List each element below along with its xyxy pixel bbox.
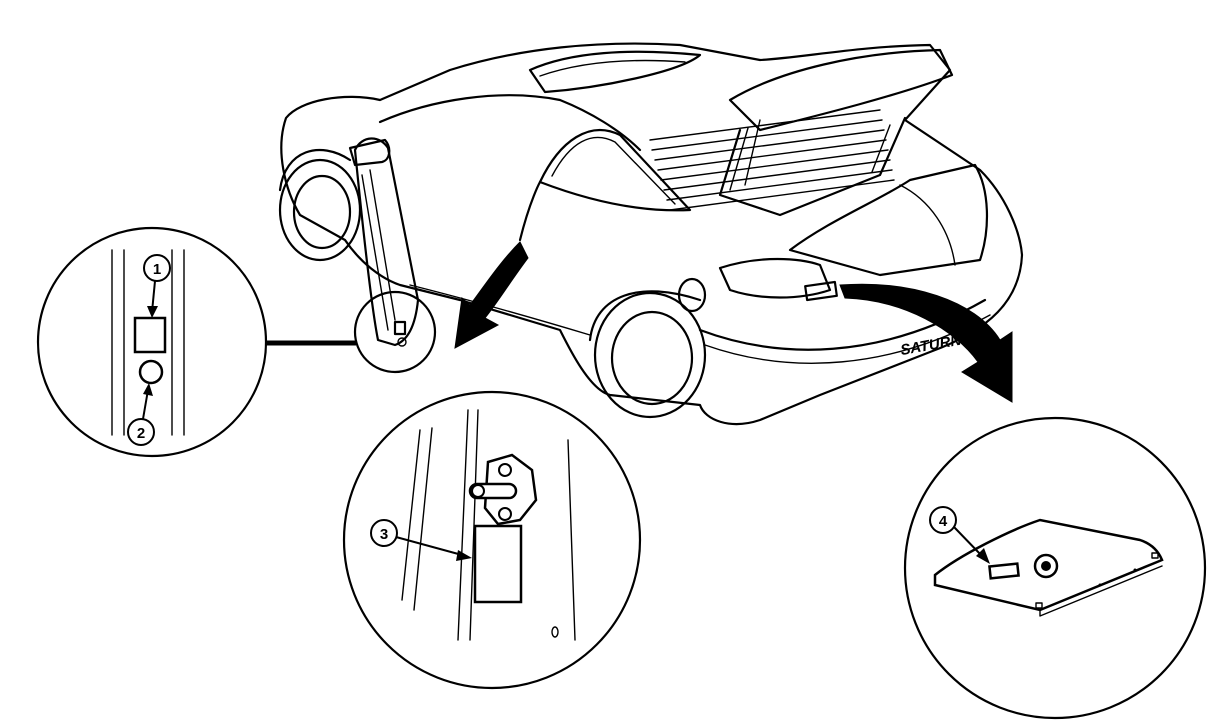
pointer-arrow-door-jamb <box>454 241 529 349</box>
callout-3: 3 <box>370 519 472 561</box>
callout-1-number: 1 <box>153 261 161 278</box>
certification-label <box>133 316 167 354</box>
rear-window-defroster-lines <box>649 109 895 211</box>
front-wheel <box>278 148 362 262</box>
callout-2-number: 2 <box>137 425 145 442</box>
detail-trunk-floor: 4 <box>903 416 1207 720</box>
open-front-door <box>348 137 420 347</box>
detail-door-edge: 1 2 <box>36 226 437 458</box>
callout-4: 4 <box>929 506 990 564</box>
door-striker-plate <box>468 453 538 526</box>
car-illustration: SATURN <box>278 42 1024 425</box>
pointer-arrow-trunk <box>839 283 1013 403</box>
detail-door-jamb: 3 <box>342 390 642 690</box>
callout-3-number: 3 <box>380 526 388 543</box>
tire-placard-label <box>473 524 523 604</box>
trunk-label <box>988 562 1020 580</box>
callout-4-number: 4 <box>939 513 948 530</box>
callout-1: 1 <box>143 254 171 318</box>
round-tag <box>138 359 164 385</box>
callout-2: 2 <box>127 383 155 446</box>
